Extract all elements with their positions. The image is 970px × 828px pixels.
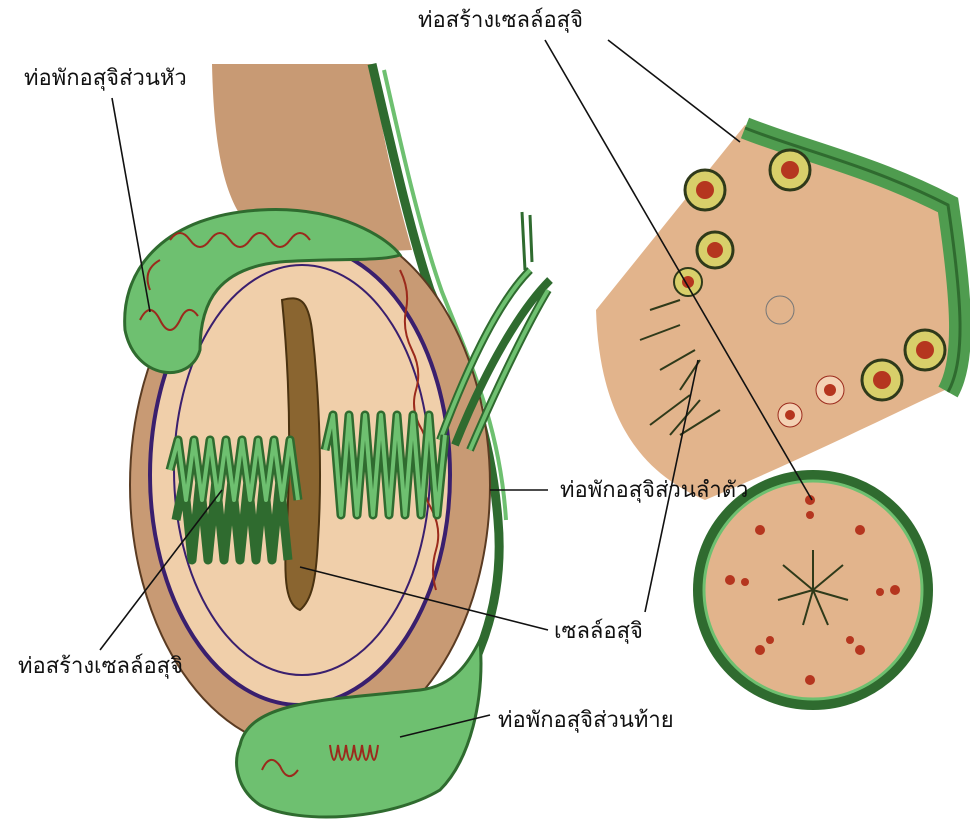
label-seminiferous-tubule-top: ท่อสร้างเซลล์อสุจิ [418,10,583,32]
label-epididymis-body: ท่อพักอสุจิส่วนลำตัว [560,480,748,502]
leader-top-to-wedge [608,40,740,142]
label-epididymis-head: ท่อพักอสุจิส่วนหัว [24,68,187,90]
leader-head [112,98,150,312]
label-sperm-cell: เซลล์อสุจิ [554,621,643,643]
label-seminiferous-tubule-left: ท่อสร้างเซลล์อสุจิ [18,656,183,678]
label-epididymis-tail: ท่อพักอสุจิส่วนท้าย [498,710,674,732]
vas-deferens-top [522,212,532,270]
